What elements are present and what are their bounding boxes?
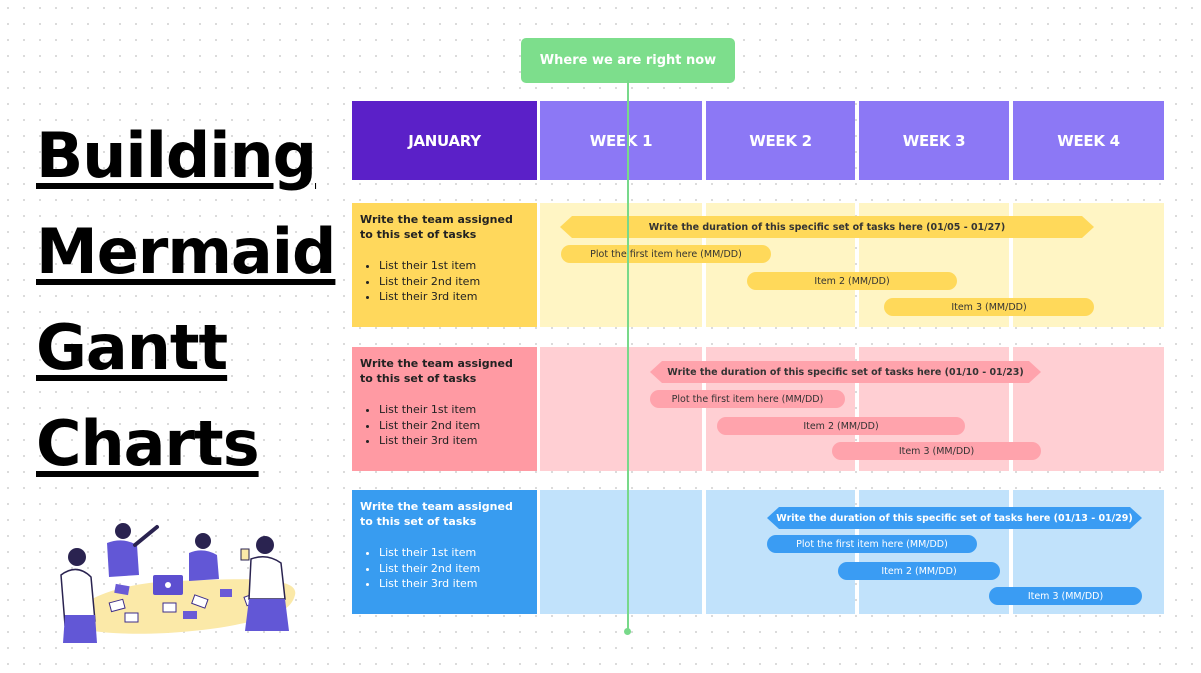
title-line-1: Building [36,119,317,192]
title-line-2: Mermaid [36,215,336,288]
task-bar-1-3: Item 3 (MM/DD) [884,298,1094,316]
task-bar-2-1: Plot the first item here (MM/DD) [650,390,845,408]
group-label-2: Write the team assigned to this set of t… [352,347,537,471]
list-item: List their 3rd item [379,576,529,592]
list-item: List their 2nd item [379,418,529,434]
list-item: List their 1st item [379,258,529,274]
list-item: List their 1st item [379,545,529,561]
task-bar-3-3: Item 3 (MM/DD) [989,587,1142,605]
now-marker-badge: Where we are right now [521,38,735,83]
list-item: List their 2nd item [379,274,529,290]
group-label-3: Write the team assigned to this set of t… [352,490,537,614]
group-label-title: Write the team assigned to this set of t… [360,357,513,385]
now-marker-line [627,80,629,631]
group-label-1: Write the team assigned to this set of t… [352,203,537,327]
task-bar-3-1: Plot the first item here (MM/DD) [767,535,977,553]
task-bar-1-1: Plot the first item here (MM/DD) [561,245,771,263]
task-bar-2-2: Item 2 (MM/DD) [717,417,965,435]
list-item: List their 2nd item [379,561,529,577]
team-collaboration-illustration [60,523,296,643]
duration-arrow-1: Write the duration of this specific set … [560,216,1094,238]
group-item-list: List their 1st item List their 2nd item … [360,545,529,592]
header-week-4: WEEK 4 [1013,101,1164,180]
duration-arrow-2: Write the duration of this specific set … [650,361,1041,383]
header-week-3: WEEK 3 [859,101,1009,180]
header-month: JANUARY [352,101,537,180]
page-title: Building Mermaid Gantt Charts [36,108,356,492]
duration-arrow-3: Write the duration of this specific set … [767,507,1142,529]
header-week-2: WEEK 2 [706,101,855,180]
title-line-3: Gantt [36,311,228,384]
now-marker-dot [624,628,631,635]
header-week-1: WEEK 1 [540,101,702,180]
task-bar-1-2: Item 2 (MM/DD) [747,272,957,290]
group-label-title: Write the team assigned to this set of t… [360,213,513,241]
list-item: List their 3rd item [379,289,529,305]
list-item: List their 1st item [379,402,529,418]
grid-cell [540,490,702,614]
task-bar-3-2: Item 2 (MM/DD) [838,562,1000,580]
group-item-list: List their 1st item List their 2nd item … [360,402,529,449]
task-bar-2-3: Item 3 (MM/DD) [832,442,1041,460]
group-item-list: List their 1st item List their 2nd item … [360,258,529,305]
group-label-title: Write the team assigned to this set of t… [360,500,513,528]
title-line-4: Charts [36,407,260,480]
list-item: List their 3rd item [379,433,529,449]
